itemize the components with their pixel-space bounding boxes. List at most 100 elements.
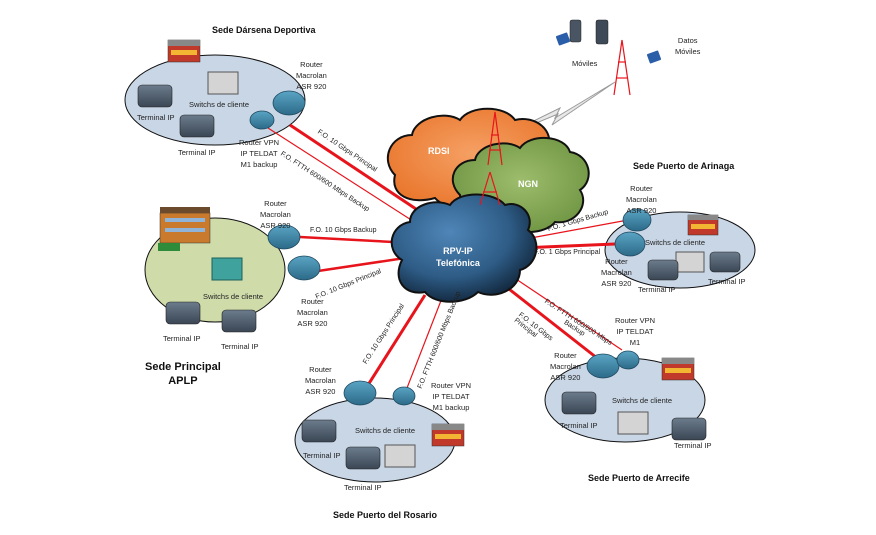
router-label-arinaga-bottom: Router Macrolan ASR 920 — [601, 256, 632, 289]
rpv-ip-label: RPV-IP Telefónica — [436, 245, 480, 269]
router-label-principal-top: Router Macrolan ASR 920 — [260, 198, 291, 231]
router-label-line: Macrolan — [260, 210, 291, 219]
router-arrecife-main-icon — [586, 353, 620, 379]
router-principal-top-icon — [267, 224, 301, 250]
terminal-label: Terminal IP — [674, 441, 712, 450]
switch-principal-icon — [211, 257, 243, 281]
link-rosario-main — [366, 294, 427, 386]
router-rosario-vpn-icon — [392, 386, 416, 406]
title-line1: Sede Principal — [145, 361, 221, 373]
terminal-label: Terminal IP — [708, 277, 746, 286]
ip-phone-icon — [709, 251, 741, 273]
router-label-line: Macrolan — [626, 195, 657, 204]
terminal-label: Terminal IP — [303, 451, 341, 460]
site-title-darsena: Sede Dársena Deportiva — [212, 25, 316, 35]
router-label-line: IP TELDAT — [432, 392, 470, 401]
router-arrecife-vpn-icon — [616, 350, 640, 370]
rpv-ip-label-line1: RPV-IP — [443, 246, 473, 256]
switch-darsena-icon — [207, 71, 239, 95]
router-label-line: ASR 920 — [626, 206, 657, 215]
router-label-line: ASR 920 — [550, 373, 581, 382]
data-sim-card-icon — [646, 50, 662, 64]
router-label-line: Macrolan — [550, 362, 581, 371]
switch-label-principal: Switchs de cliente — [203, 292, 264, 301]
router-label-principal-bottom: Router Macrolan ASR 920 — [297, 296, 328, 329]
ip-phone-icon — [165, 301, 201, 325]
router-principal-bottom-icon — [287, 255, 321, 281]
router-label-line: IP TELDAT — [616, 327, 654, 336]
terminal-label: Terminal IP — [178, 148, 216, 157]
router-label-line: M1 — [629, 338, 641, 347]
router-label-arrecife-vpn: Router VPN IP TELDAT M1 — [615, 315, 655, 348]
ip-phone-icon — [647, 259, 679, 281]
router-label-line: ASR 920 — [601, 279, 632, 288]
switch-rosario-icon — [384, 444, 416, 468]
link-arinaga-backup — [519, 219, 629, 241]
link-label-arinaga-main: F.O. 1 Gbps Principal — [534, 249, 601, 256]
router-darsena-main-icon — [272, 90, 306, 116]
router-label-line: ASR 920 — [297, 319, 328, 328]
link-rosario-backup — [406, 297, 443, 389]
mobile-phone-icon — [569, 19, 582, 43]
ip-phone-icon — [561, 391, 597, 415]
router-label-line: ASR 920 — [305, 387, 336, 396]
router-label-line: Router — [605, 257, 628, 266]
link-darsena-backup — [267, 127, 431, 233]
site-title-arinaga: Sede Puerto de Arinaga — [633, 161, 735, 171]
router-label-arrecife-main: Router Macrolan ASR 920 — [550, 350, 581, 383]
ip-phone-icon — [179, 114, 215, 138]
router-label-line: Router — [554, 351, 577, 360]
antenna-tower-icon — [479, 111, 503, 206]
link-label-principal-backup: F.O. 10 Gbps Backup — [310, 227, 377, 234]
link-darsena-main — [289, 123, 441, 227]
router-rosario-main-icon — [343, 380, 377, 406]
datos-line2: Móviles — [675, 47, 701, 56]
switch-label-rosario: Switchs de cliente — [355, 426, 416, 435]
router-arinaga-top-icon — [622, 208, 652, 232]
router-label-line: Router — [630, 184, 653, 193]
switch-arinaga-icon — [675, 251, 705, 273]
router-label-line: Router — [264, 199, 287, 208]
router-label-line: Macrolan — [297, 308, 328, 317]
moviles-label: Móviles — [572, 59, 598, 68]
terminal-label: Terminal IP — [638, 285, 676, 294]
terminal-label: Terminal IP — [560, 421, 598, 430]
router-label-line: Macrolan — [601, 268, 632, 277]
router-label-line: IP TELDAT — [240, 149, 278, 158]
smartphone-icon — [595, 19, 609, 45]
datos-line1: Datos — [677, 36, 698, 45]
title-line2: APLP — [168, 375, 198, 387]
ip-phone-icon — [221, 309, 257, 333]
site-title-arrecife: Sede Puerto de Arrecife — [588, 473, 690, 483]
link-principal-main — [317, 256, 406, 273]
router-label-line: Router — [300, 60, 323, 69]
building-darsena-icon — [167, 39, 201, 63]
router-label-darsena-main: Router Macrolan ASR 920 — [296, 59, 327, 92]
ip-phone-icon — [301, 419, 337, 443]
router-label-line: ASR 920 — [296, 82, 327, 91]
router-label-line: Macrolan — [305, 376, 336, 385]
ngn-label: NGN — [518, 179, 538, 189]
router-label-line: Router VPN — [615, 316, 656, 325]
sim-card-icon — [555, 32, 571, 46]
terminal-label: Terminal IP — [221, 342, 259, 351]
ip-phone-icon — [345, 446, 381, 470]
terminal-label: Terminal IP — [137, 113, 175, 122]
router-arinaga-bottom-icon — [614, 231, 646, 257]
terminal-label: Terminal IP — [163, 334, 201, 343]
site-title-rosario: Sede Puerto del Rosario — [333, 510, 438, 520]
router-label-rosario-vpn: Router VPN IP TELDAT M1 backup — [431, 380, 471, 413]
building-rosario-icon — [431, 423, 465, 447]
switch-arrecife-icon — [617, 411, 649, 435]
switch-label-darsena: Switchs de cliente — [189, 100, 250, 109]
router-label-darsena-vpn: Router VPN IP TELDAT M1 backup — [239, 137, 279, 170]
link-arrecife-backup — [509, 274, 623, 351]
router-label-line: ASR 920 — [260, 221, 291, 230]
building-arinaga-icon — [687, 214, 719, 236]
router-label-arinaga-top: Router Macrolan ASR 920 — [626, 183, 657, 216]
cloud-rpv-ip — [390, 193, 538, 303]
router-label-line: Router VPN — [431, 381, 472, 390]
router-label-line: M1 backup — [432, 403, 470, 412]
datos-moviles-label: Datos Móviles — [675, 35, 700, 57]
